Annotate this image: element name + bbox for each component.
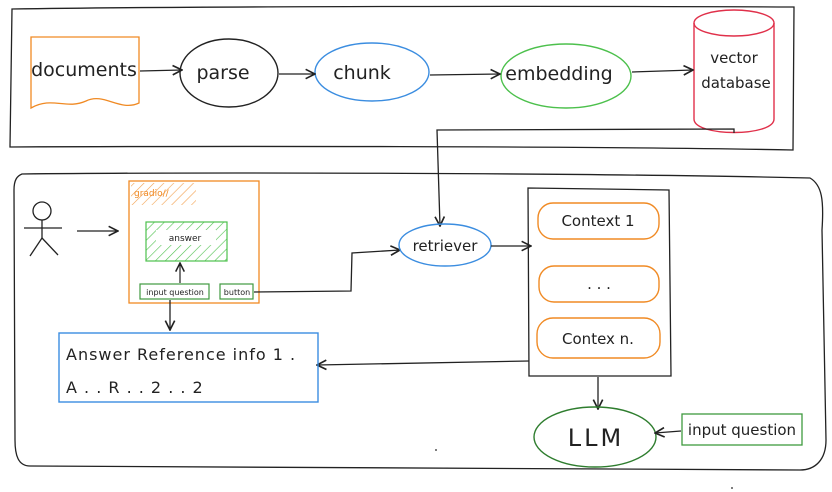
arrow-documents-parse bbox=[139, 70, 182, 71]
vector-database-node: vector database bbox=[693, 9, 775, 134]
answer-info-line-1: Answer Reference info 1 . bbox=[66, 345, 296, 364]
stray-dot bbox=[435, 449, 437, 451]
contexts-frame bbox=[527, 187, 672, 377]
llm-input-question: input question bbox=[681, 413, 803, 446]
button-label: button bbox=[224, 288, 250, 297]
documents-label: documents bbox=[31, 59, 137, 81]
vector-database-label-1: vector bbox=[710, 49, 758, 67]
indexing-pipeline-frame bbox=[9, 5, 795, 151]
llm-node: LLM bbox=[533, 406, 657, 468]
vector-database-top bbox=[693, 9, 775, 37]
answer-info-frame bbox=[58, 332, 319, 403]
gradio-title-hatch bbox=[131, 183, 196, 205]
documents-node: documents bbox=[30, 36, 140, 110]
arrow-contexts-info bbox=[317, 361, 530, 365]
answer-label-bg bbox=[156, 230, 216, 245]
vector-database-label-2: database bbox=[701, 74, 771, 92]
context-ellipsis-label: . . . bbox=[587, 275, 611, 293]
context-1-box bbox=[537, 202, 660, 240]
chunk-node: chunk bbox=[314, 42, 430, 102]
answer-info-box: Answer Reference info 1 . A . . R . . 2 … bbox=[58, 332, 319, 403]
input-question-label: input question bbox=[146, 288, 204, 297]
button-box bbox=[219, 283, 254, 300]
answer-info-line-2: A . . R . . 2 . . 2 bbox=[66, 378, 204, 397]
llm-input-question-box bbox=[681, 413, 803, 446]
retriever-label: retriever bbox=[413, 237, 479, 255]
arrow-input-llm bbox=[655, 431, 682, 433]
gradio-app: gradio// answer input question button bbox=[128, 180, 260, 304]
context-1-label: Context 1 bbox=[561, 212, 634, 230]
chunk-label: chunk bbox=[333, 62, 391, 84]
arrow-chunk-embedding bbox=[429, 74, 500, 75]
retriever-node: retriever bbox=[398, 223, 492, 267]
embedding-node: embedding bbox=[500, 43, 632, 109]
arrow-button-retriever bbox=[253, 250, 400, 293]
llm-input-question-label: input question bbox=[688, 421, 796, 439]
context-n-box bbox=[536, 317, 661, 359]
parse-node: parse bbox=[179, 38, 279, 108]
answer-label: answer bbox=[169, 234, 202, 244]
gradio-title: gradio// bbox=[134, 189, 170, 199]
retriever-shape bbox=[398, 223, 492, 267]
documents-shape bbox=[30, 36, 140, 110]
input-question-box bbox=[139, 283, 210, 300]
context-ellipsis-box bbox=[538, 265, 660, 303]
user-icon bbox=[24, 201, 62, 257]
application-frame bbox=[13, 172, 827, 471]
embedding-label: embedding bbox=[505, 63, 612, 85]
contexts-panel: Context 1 . . . Contex n. bbox=[527, 187, 672, 377]
llm-label: LLM bbox=[568, 424, 624, 452]
stray-dot bbox=[731, 487, 733, 489]
gradio-frame bbox=[128, 180, 260, 304]
parse-label: parse bbox=[196, 62, 249, 84]
arrow-vector-retriever bbox=[437, 128, 735, 226]
arrow-embedding-vector bbox=[631, 70, 693, 72]
context-n-label: Contex n. bbox=[562, 330, 634, 348]
